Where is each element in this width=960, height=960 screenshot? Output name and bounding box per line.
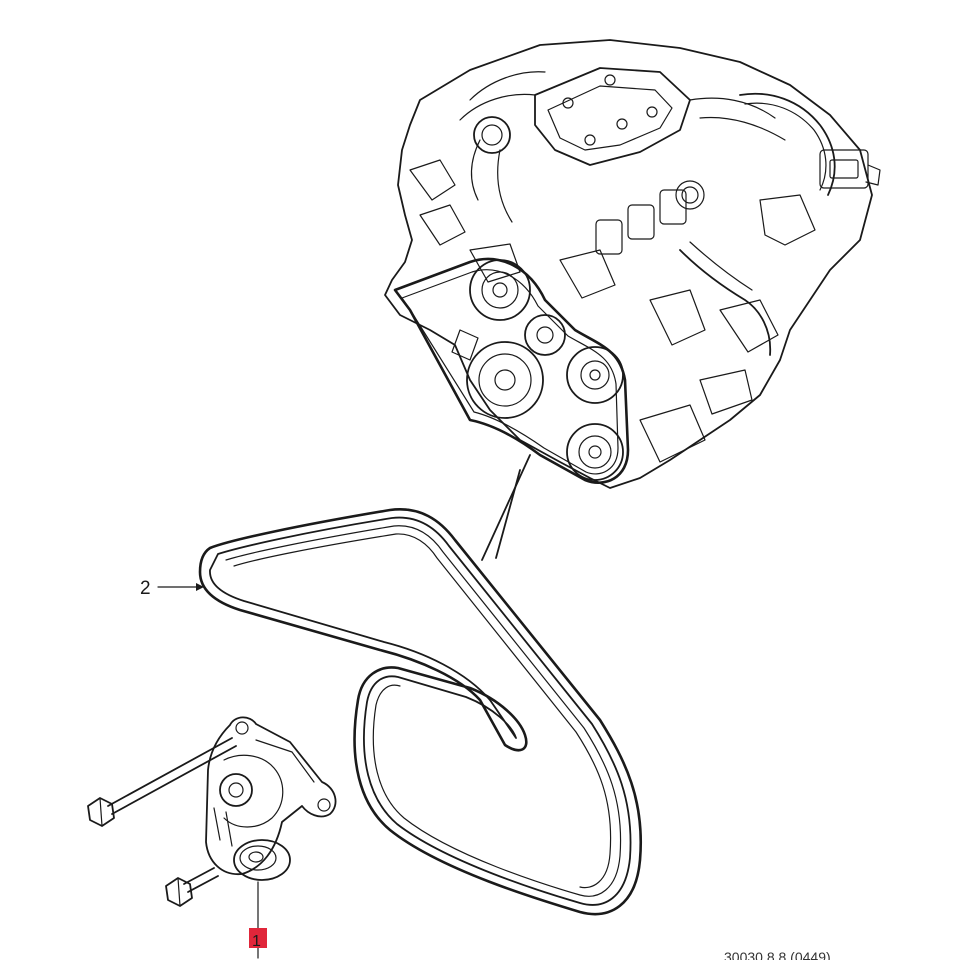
engine-assembly bbox=[384, 39, 881, 489]
callout-number-belt: 2 bbox=[140, 578, 151, 599]
mounting-hole bbox=[235, 721, 249, 735]
coil-pack bbox=[595, 219, 623, 255]
tensioner-assembly bbox=[87, 716, 337, 907]
tensioner-hub bbox=[219, 773, 253, 807]
cover-bolt bbox=[646, 106, 658, 118]
callout-tensioner: 1 bbox=[249, 881, 267, 959]
valve-cover bbox=[534, 67, 691, 166]
ac-compressor-pulley bbox=[566, 423, 624, 481]
idler-pulley bbox=[233, 839, 291, 881]
belt-rib bbox=[233, 533, 612, 889]
callout-number-tensioner: 1 bbox=[252, 933, 261, 950]
sensor-block bbox=[819, 149, 869, 189]
lower-bolt bbox=[165, 867, 219, 907]
cover-bolt bbox=[584, 134, 596, 146]
coolant-hose bbox=[739, 92, 836, 196]
cover-bolt bbox=[604, 74, 616, 86]
cover-bolt bbox=[616, 118, 628, 130]
crankshaft-pulley bbox=[466, 341, 544, 419]
installed-belt bbox=[393, 257, 630, 484]
engine-outline bbox=[384, 39, 873, 489]
throttle-body bbox=[473, 116, 511, 154]
callout-arrowhead bbox=[196, 583, 204, 591]
belt-outer-edge bbox=[198, 508, 643, 916]
mounting-hole bbox=[317, 798, 331, 812]
figure-reference-code: 30030 8 8 (0449) bbox=[724, 949, 831, 960]
tensioner-pulley bbox=[524, 314, 566, 356]
serpentine-belt bbox=[198, 508, 643, 916]
coil-pack bbox=[659, 189, 687, 225]
leader-lines bbox=[481, 454, 531, 561]
cover-bolt bbox=[562, 97, 574, 109]
coolant-hose bbox=[679, 249, 772, 356]
oil-filler-cap bbox=[675, 180, 705, 210]
callout-highlight-marker bbox=[249, 928, 267, 948]
belt-rib bbox=[209, 516, 632, 906]
callout-belt: 2 bbox=[140, 578, 204, 599]
belt-rib bbox=[225, 525, 622, 897]
upper-bolt bbox=[87, 737, 237, 827]
tensioner-bracket bbox=[205, 716, 337, 875]
coil-pack bbox=[627, 204, 655, 240]
